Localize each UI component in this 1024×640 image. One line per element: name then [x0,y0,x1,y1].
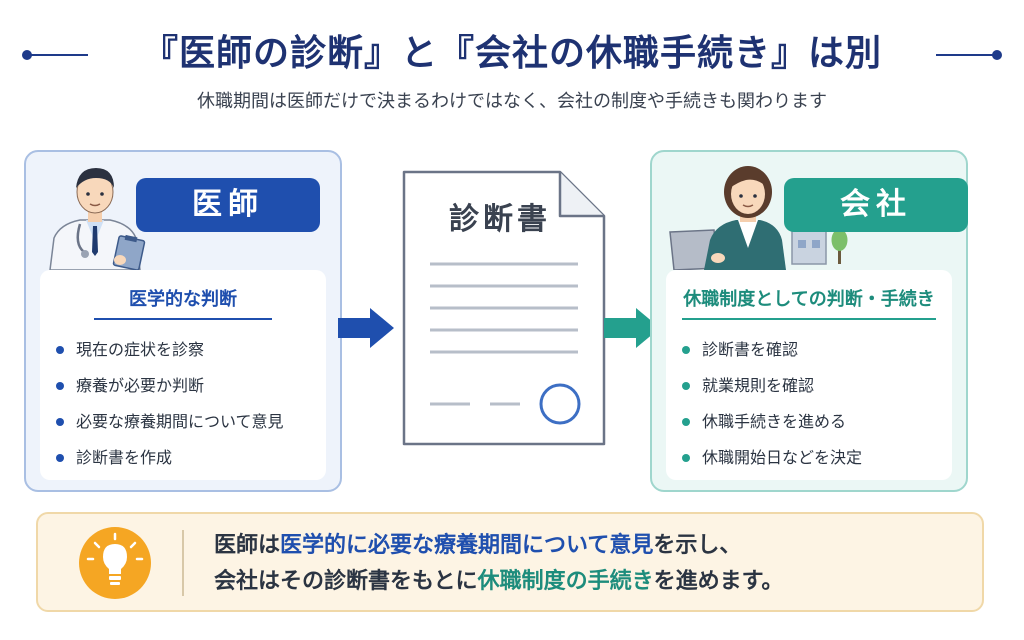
title-dot-right [992,50,1002,60]
company-card-underline [682,318,936,320]
page-title: 『医師の診断』と『会社の休職手続き』は別 [141,33,882,74]
note-highlight-company: 休職制度の手続き [477,569,654,594]
list-item: 診断書を作成 [54,440,284,476]
title-line-right [936,54,996,56]
doctor-card-title: 医学的な判断 [129,289,237,310]
title-dot-left [22,50,32,60]
note-text: 医師は医学的に必要な療養期間について意見を示し、 会社はその診断書をもとに休職制… [214,528,954,600]
bullet-dot [56,418,64,426]
note-divider [182,530,184,596]
arrow-right-icon [338,308,394,348]
note-text-segment: 医師は [214,533,281,558]
list-item-text: 療養が必要か判断 [76,376,205,395]
title-row: 『医師の診断』と『会社の休職手続き』は別 [0,20,1024,76]
bullet-dot [682,382,690,390]
list-item-text: 診断書を作成 [76,448,173,467]
doctor-card: 医学的な判断 現在の症状を診察 療養が必要か判断 必要な療養期間について意見 診… [40,270,326,480]
lightbulb-icon [79,527,151,599]
bullet-dot [682,454,690,462]
list-item-text: 就業規則を確認 [702,376,815,395]
company-card-title: 休職制度としての判断・手続き [683,289,935,310]
bullet-dot [56,454,64,462]
doctor-label: 医師 [136,178,320,232]
document-icon [402,170,606,446]
bullet-dot [56,382,64,390]
document-title: 診断書 [449,202,551,237]
company-panel: 会社 休職制度としての判断・手続き 診断書を確認 就業規則を確認 休職手続きを進… [650,150,968,492]
list-item-text: 診断書を確認 [702,340,799,359]
list-item-text: 必要な療養期間について意見 [76,412,284,431]
bullet-dot [682,346,690,354]
doctor-card-underline [94,318,272,320]
list-item-text: 現在の症状を診察 [76,340,205,359]
list-item: 休職開始日などを決定 [680,440,862,476]
office-worker-icon [669,166,848,270]
company-label: 会社 [784,178,968,232]
note-text-segment: を示し、 [653,533,742,558]
summary-note: 医師は医学的に必要な療養期間について意見を示し、 会社はその診断書をもとに休職制… [36,512,984,612]
note-text-segment: 会社はその診断書をもとに [214,569,478,594]
company-bullet-list: 診断書を確認 就業規則を確認 休職手続きを進める 休職開始日などを決定 [680,332,862,476]
note-line-2: 会社はその診断書をもとに休職制度の手続きを進めます。 [214,564,954,600]
list-item: 就業規則を確認 [680,368,862,404]
arrow-right-icon [604,308,660,348]
bullet-dot [682,418,690,426]
list-item: 療養が必要か判断 [54,368,284,404]
note-text-segment: を進めます。 [653,569,784,594]
list-item: 現在の症状を診察 [54,332,284,368]
list-item-text: 休職開始日などを決定 [702,448,863,467]
doctor-bullet-list: 現在の症状を診察 療養が必要か判断 必要な療養期間について意見 診断書を作成 [54,332,284,476]
list-item: 休職手続きを進める [680,404,862,440]
doctor-panel: 医師 医学的な判断 現在の症状を診察 療養が必要か判断 必要な療養期間について意… [24,150,342,492]
note-line-1: 医師は医学的に必要な療養期間について意見を示し、 [214,528,954,564]
bullet-dot [56,346,64,354]
doctor-icon [49,168,146,270]
title-line-left [28,54,88,56]
list-item: 診断書を確認 [680,332,862,368]
list-item: 必要な療養期間について意見 [54,404,284,440]
note-highlight-doctor: 医学的に必要な療養期間について意見 [280,533,654,558]
list-item-text: 休職手続きを進める [702,412,847,431]
subtitle: 休職期間は医師だけで決まるわけではなく、会社の制度や手続きも関わります [197,91,827,112]
company-card: 休職制度としての判断・手続き 診断書を確認 就業規則を確認 休職手続きを進める … [666,270,952,480]
